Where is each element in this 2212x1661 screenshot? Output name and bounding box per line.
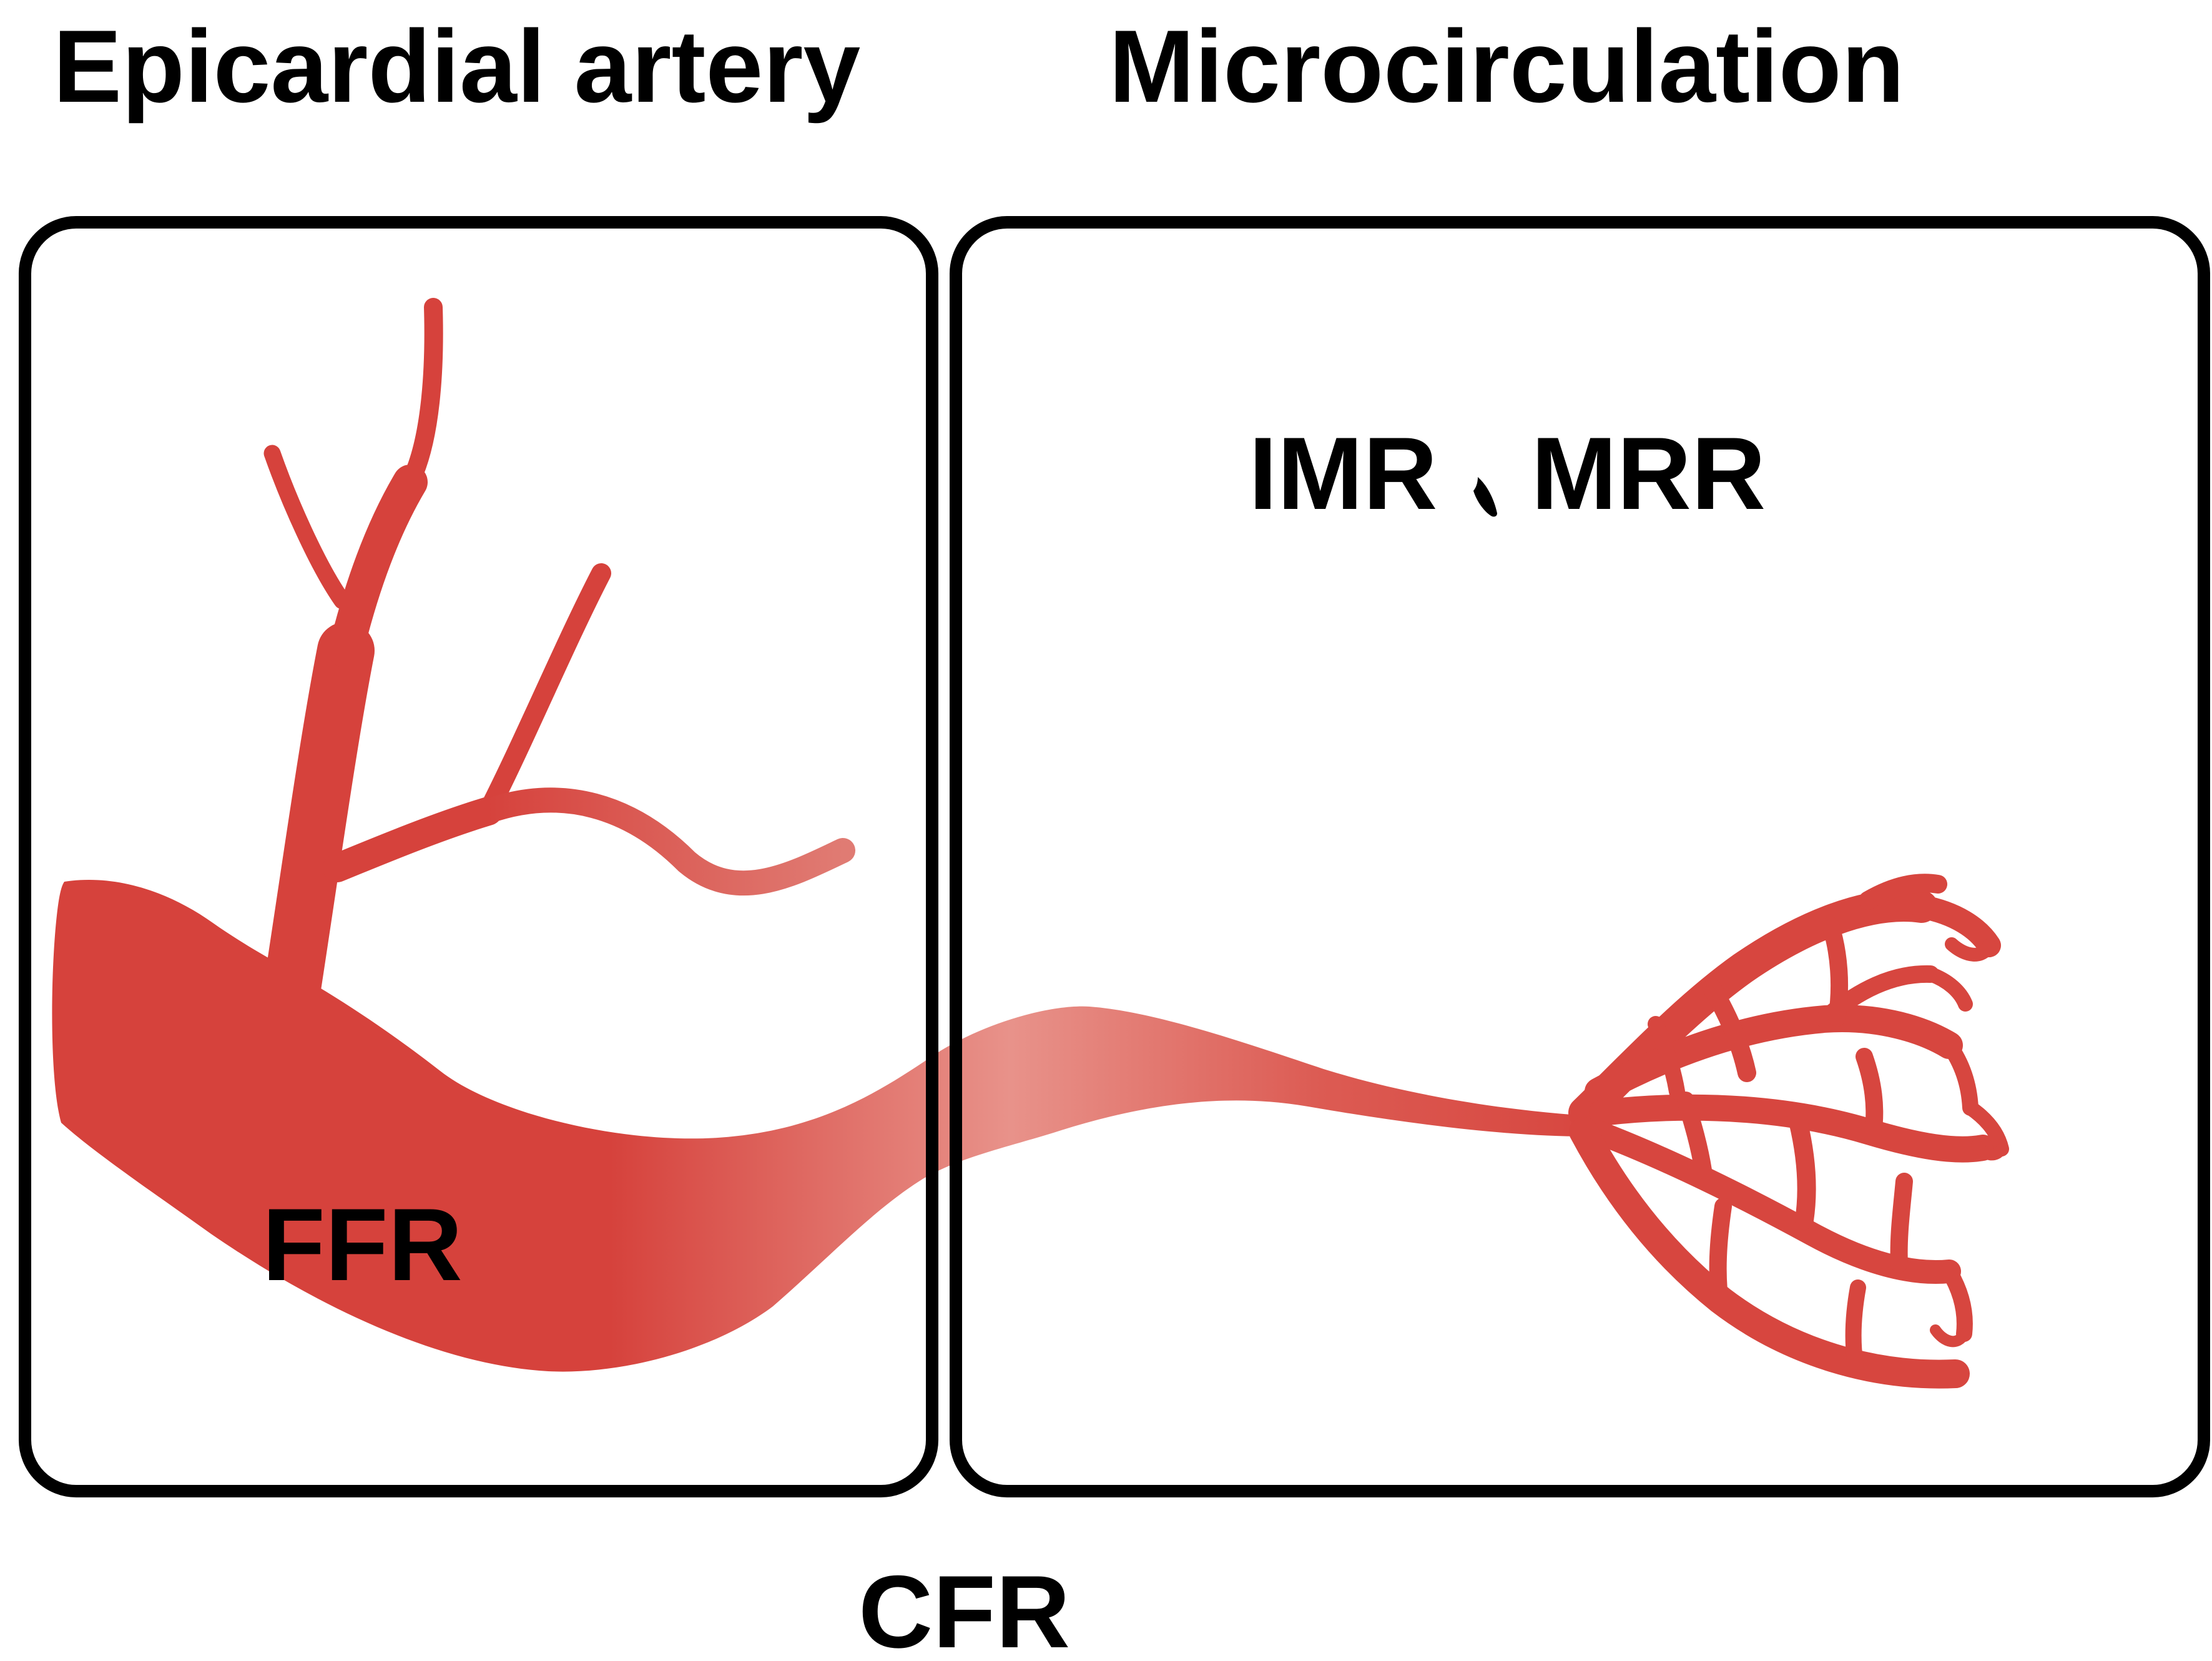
label-imr-mrr: IMR MRR <box>1249 422 1766 525</box>
label-mrr: MRR <box>1531 416 1766 531</box>
microcirculation-network-icon <box>1568 874 2009 1389</box>
title-epicardial-artery: Epicardial artery <box>53 9 861 124</box>
label-imr: IMR <box>1249 416 1438 531</box>
label-ffr: FFR <box>262 1187 463 1302</box>
epicardial-artery-icon <box>52 298 1596 1372</box>
label-cfr: CFR <box>858 1554 1071 1661</box>
title-microcirculation: Microcirculation <box>1109 9 1905 124</box>
microcirculation-panel <box>950 216 2210 1497</box>
artery-trunk <box>52 879 1596 1372</box>
ideographic-comma-icon <box>1437 477 1531 517</box>
epicardial-artery-panel <box>19 216 938 1497</box>
